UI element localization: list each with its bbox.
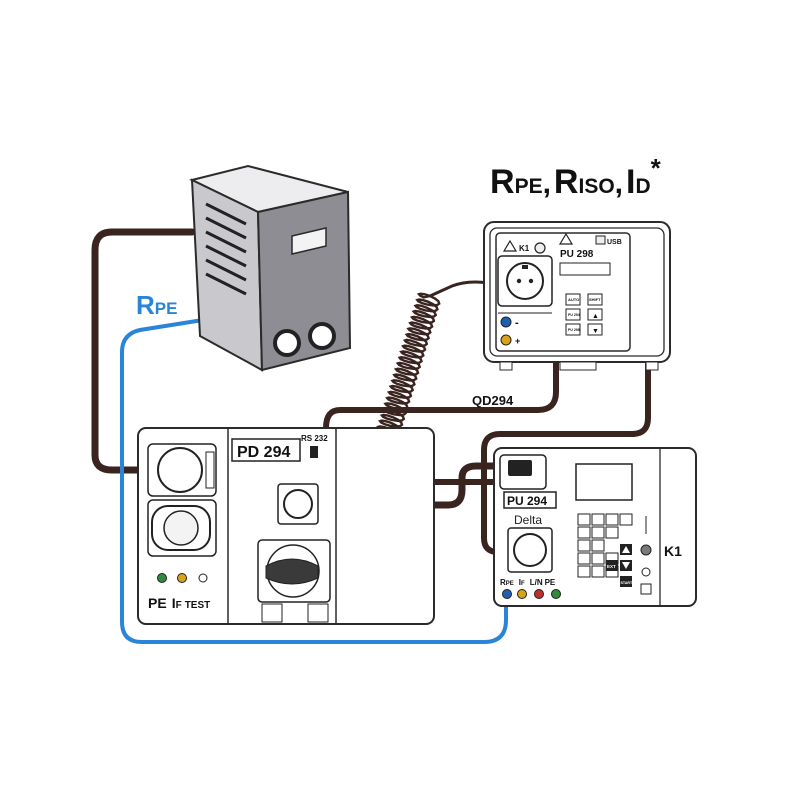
svg-text:+: + [515,336,520,346]
pu294-terminal-rpe[interactable] [502,589,512,599]
device-knob-right [308,322,336,350]
pd294-test-button[interactable] [198,573,208,583]
pu294-k1-indicator [640,544,652,556]
cable-pd294-to-pu294 [314,462,516,509]
pu294-key[interactable] [605,526,619,539]
pd294-name: PD 294 [237,444,290,461]
title-riso-main: R [554,163,579,201]
svg-text:START: START [621,581,634,585]
pu294-name-box [503,491,557,509]
title-asterisk: * [651,153,662,183]
pu294-key[interactable] [591,526,605,539]
svg-text:EXT: EXT [607,564,616,569]
title-id-sub: D [635,175,650,198]
pu298-keypad: AUTO SHIFT PU 294 ▲ PU 298 ▼ [565,293,603,336]
pd294-port-label: RS 232 [301,434,328,443]
pu298-key-shift[interactable] [587,293,603,306]
rs232-port [310,446,318,458]
vent-slots [205,202,247,296]
pu298-k1-label: K1 [519,244,530,253]
pu294-key[interactable] [591,539,605,552]
pu294-key[interactable] [605,513,619,526]
coil-spring [372,292,441,451]
rpe-probe-label: RPE [136,290,177,320]
pu294-key[interactable] [577,513,591,526]
pu298-key-pu298[interactable] [565,323,581,336]
pu294-key[interactable] [577,526,591,539]
pu298-name: PU 298 [560,249,594,260]
svg-text:▲: ▲ [592,313,599,320]
device-knob-left [273,329,301,357]
pd294-terminal-yellow [177,573,187,583]
measurement-title: RPE,RISO,ID* [490,153,662,201]
title-id-main: I [626,163,635,201]
cable-rpe-probe [120,314,508,644]
svg-text:SHIFT: SHIFT [589,297,601,302]
device-under-test [189,164,352,372]
svg-text:PU 298: PU 298 [568,328,580,332]
title-sep1: , [543,167,551,200]
pd294-middle-socket [283,489,313,519]
svg-text:RPE,RISO,ID*: RPE,RISO,ID* [490,153,662,201]
pu298-tester: K1 PU 298 USB - + AUTO SHIFT PU 294 ▲ [483,221,671,371]
pu298-key-up[interactable] [587,308,603,321]
pu294-aux-indicator [641,567,651,577]
pd294-terminal-green [157,573,167,583]
svg-text:▼: ▼ [592,328,599,335]
svg-text:-: - [515,317,519,329]
pu298-k1-indicator [534,242,546,254]
cable-qd294-label: QD294 [472,393,514,408]
pu294-key-start[interactable] [620,576,632,587]
pu298-terminal-minus [500,316,512,328]
pu294-key[interactable] [591,513,605,526]
pu298-key-pu294[interactable] [565,308,581,321]
pu294-sub: Delta [514,513,542,527]
pd294-inlet-socket [157,447,203,493]
title-rpe-sub: PE [515,175,543,198]
svg-text:AUTO: AUTO [568,297,579,302]
pu298-key-down[interactable] [587,323,603,336]
svg-text:PU 294: PU 294 [568,313,580,317]
pu294-display [575,463,633,501]
title-riso-sub: ISO [578,175,614,198]
device-display [291,227,327,255]
pu298-usb-label: USB [607,239,622,246]
pu294-data-port [508,460,532,476]
pu294-key[interactable] [577,565,591,578]
pu298-terminal-plus [500,334,512,346]
pu294-aux-button[interactable] [640,583,652,595]
pu294-key[interactable] [577,539,591,552]
pu298-socket [506,262,544,300]
pu298-display [559,262,611,276]
warning-icon [502,239,518,252]
pu294-key[interactable] [577,552,591,565]
pu294-probe-socket [513,533,547,567]
pd294-name-box [231,438,301,462]
pu294-terminal-if[interactable] [517,589,527,599]
pu294-key[interactable] [591,552,605,565]
pu294-terminal-ln[interactable] [534,589,544,599]
pu294-name: PU 294 [507,494,547,508]
title-sep2: , [615,167,623,200]
pu294-key[interactable] [591,565,605,578]
pu294-key-ext[interactable] [606,560,618,571]
pu294-keypad [577,513,633,578]
title-rpe-main: R [490,163,515,201]
pu298-usb-port [595,235,606,245]
pu294-k1-label: K1 [664,543,682,559]
pu294-terminal-pe[interactable] [551,589,561,599]
cable-pc-to-pd294 [91,228,196,474]
pu294-key[interactable] [619,513,633,526]
brand-logo-icon [558,232,574,245]
pu298-key-auto[interactable] [565,293,581,306]
